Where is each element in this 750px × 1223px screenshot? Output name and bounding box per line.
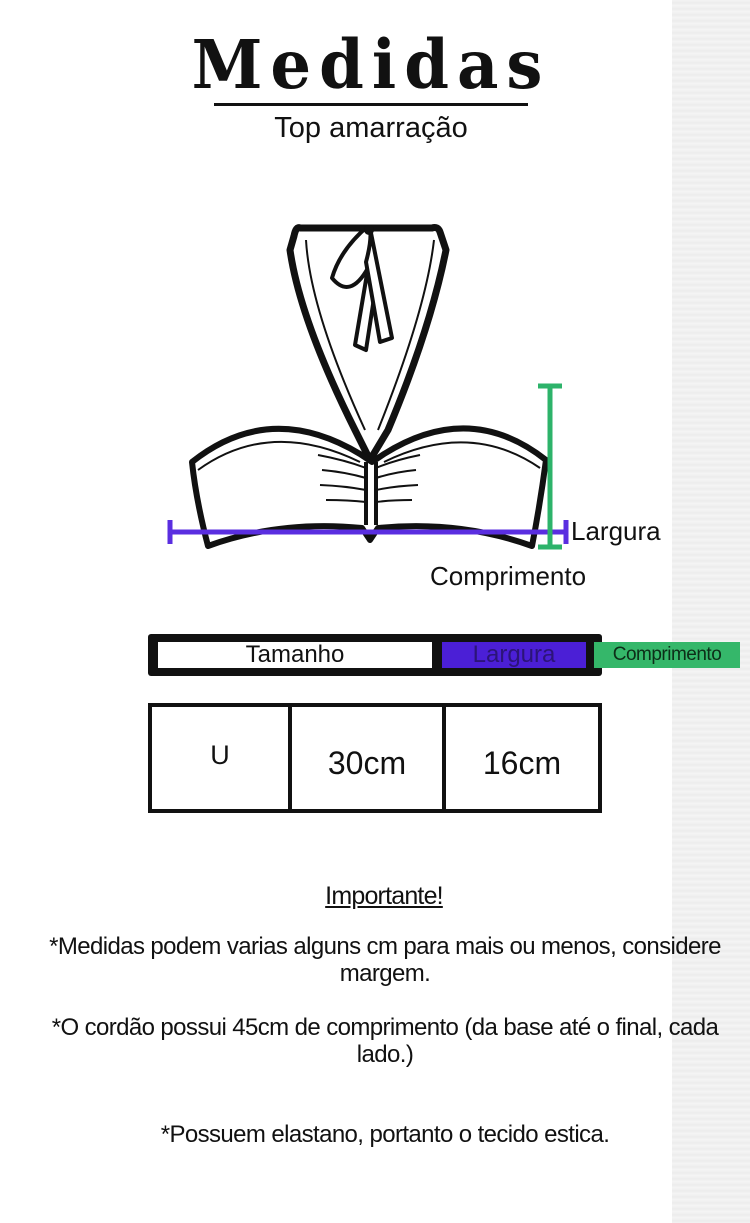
header-width: Largura	[442, 642, 586, 668]
page-title: Medidas	[191, 26, 551, 105]
bust-band	[189, 425, 549, 549]
cell-width: 30cm	[327, 745, 407, 781]
notes-heading: Importante!	[325, 882, 443, 910]
length-label: Comprimento	[430, 561, 587, 591]
bust-band-inner-line	[197, 440, 541, 471]
size-table-divider	[288, 703, 292, 813]
note-measurement-variance: *Medidas podem varias alguns cm para mai…	[49, 933, 721, 987]
size-table-row: U 30cm 16cm	[148, 703, 602, 813]
cell-size: U	[210, 740, 230, 770]
header-size: Tamanho	[158, 642, 432, 668]
halter-inner-stitch	[305, 239, 435, 431]
size-table-header: Tamanho Largura Comprimento	[148, 634, 740, 676]
page-subtitle: Top amarração	[274, 112, 468, 144]
note-cord-length: *O cordão possui 45cm de comprimento (da…	[51, 1014, 719, 1068]
edge-texture	[672, 0, 750, 1223]
halter-top-illustration	[167, 224, 569, 550]
cell-length: 16cm	[482, 745, 562, 781]
width-label: Largura	[571, 516, 661, 546]
size-table-frame	[148, 703, 602, 813]
header-length: Comprimento	[594, 642, 740, 668]
tie-knot	[364, 225, 374, 235]
title-underline	[214, 103, 528, 106]
size-table-divider	[442, 703, 446, 813]
note-elastane: *Possuem elastano, portanto o tecido est…	[160, 1121, 610, 1148]
center-gathering	[317, 454, 421, 525]
